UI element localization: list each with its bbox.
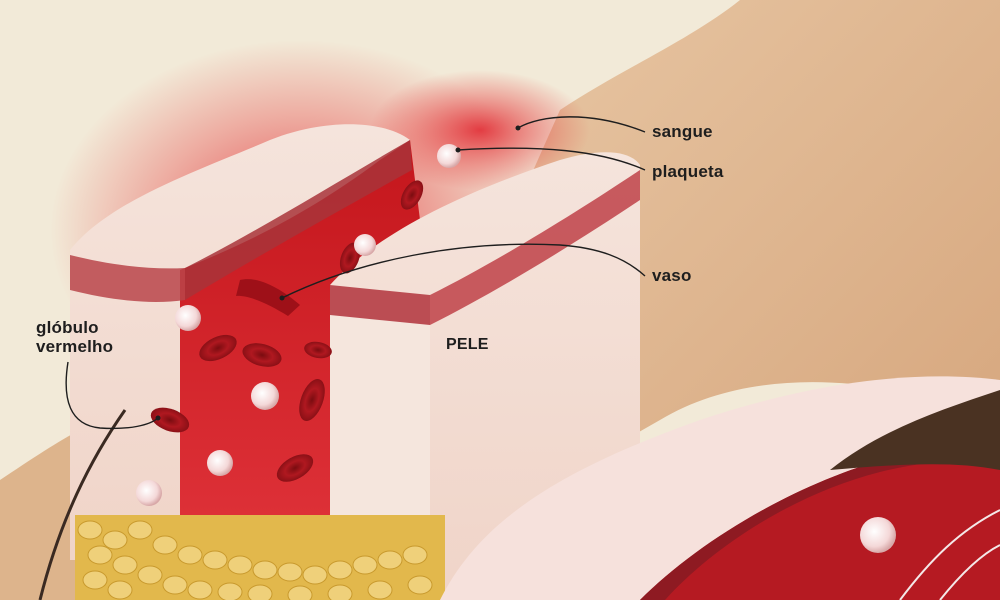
red-blood-cell-icon <box>299 378 325 422</box>
label-globulo-vermelho: glóbulo vermelho <box>36 318 113 356</box>
platelet-icon <box>354 234 376 256</box>
label-sangue: sangue <box>652 122 713 141</box>
epidermis-band-top <box>185 140 412 300</box>
platelet-icon <box>251 382 279 410</box>
nerve-lines <box>899 509 1000 600</box>
red-blood-cell-icon <box>242 343 282 367</box>
leader-lines <box>65 116 646 430</box>
platelet-icon <box>136 480 162 506</box>
label-globulo-line2: vermelho <box>36 337 114 356</box>
epidermis-band-left <box>70 255 185 302</box>
platelet-icon <box>437 144 461 168</box>
red-blood-cell-icon <box>304 341 332 359</box>
blood-glow-top <box>370 70 590 190</box>
red-blood-cells <box>150 180 424 482</box>
leader-line-sangue <box>517 116 646 133</box>
hair-clump-icon <box>830 390 1000 470</box>
red-blood-cell-icon <box>339 242 361 274</box>
vessel-icon <box>236 279 300 316</box>
platelet-icon <box>175 305 201 331</box>
leader-dot-sangue <box>515 125 521 131</box>
label-plaqueta: plaqueta <box>652 162 724 181</box>
skin-fold-epidermis <box>640 446 1000 600</box>
red-blood-cell-icon <box>150 407 190 433</box>
label-globulo-line1: glóbulo <box>36 318 99 337</box>
platelets <box>136 144 896 553</box>
leader-line-globulo <box>65 361 159 430</box>
leader-dot-plaqueta <box>455 147 461 153</box>
red-blood-cell-icon <box>199 334 237 362</box>
epidermis-band-right-front <box>330 285 430 325</box>
skin-fold-wound <box>640 446 1000 600</box>
leader-dot-vaso <box>279 295 285 301</box>
leader-line-plaqueta <box>457 147 646 171</box>
fat-layer <box>75 515 445 600</box>
epidermis-band-right <box>430 170 640 325</box>
red-blood-cell-icon <box>276 454 314 482</box>
label-pele: PELE <box>446 336 489 353</box>
leader-dot-globulo <box>155 415 161 421</box>
red-blood-cell-icon <box>400 180 424 210</box>
skin-surface-left <box>0 430 80 600</box>
leader-line-vaso <box>281 243 646 299</box>
platelet-icon <box>207 450 233 476</box>
platelet-icon <box>860 517 896 553</box>
label-vaso: vaso <box>652 266 692 285</box>
